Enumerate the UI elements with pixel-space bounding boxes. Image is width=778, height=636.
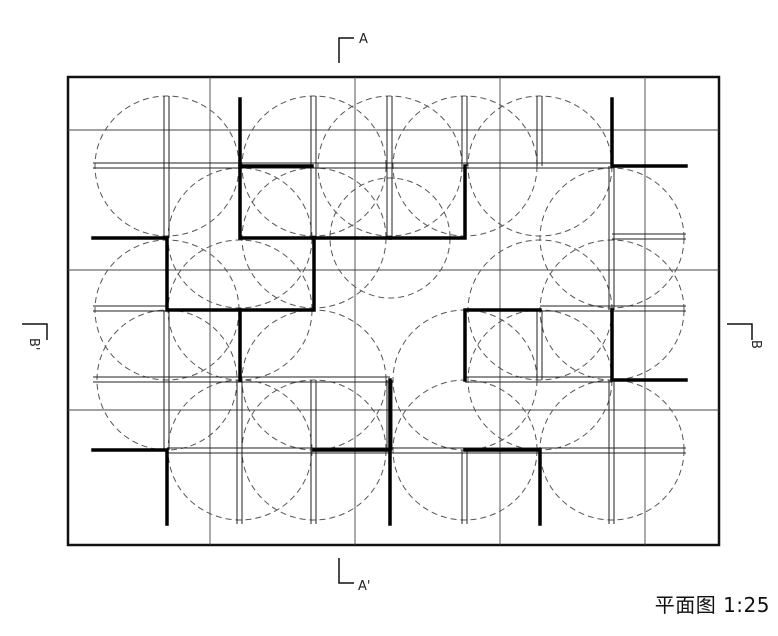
section-label-bottom: A' <box>358 579 370 594</box>
section-label-top: A <box>359 32 368 47</box>
heavy-walls <box>91 97 688 526</box>
section-marker-top <box>338 37 354 63</box>
section-marker-right <box>727 323 753 340</box>
scale-caption: 平面图 1:25 <box>654 593 770 617</box>
section-marker-left <box>22 323 48 340</box>
low-partitions <box>93 96 686 524</box>
section-label-left: B' <box>26 338 41 351</box>
section-label-right: B <box>748 340 763 349</box>
plan-frame <box>66 75 721 547</box>
section-marker-bottom <box>338 558 354 584</box>
